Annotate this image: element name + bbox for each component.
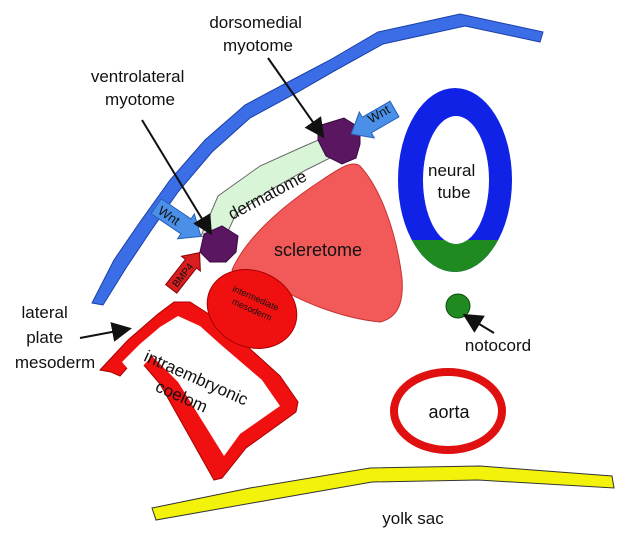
floor-plate-shape: [398, 240, 512, 272]
intermediate-mesoderm-shape: [206, 269, 298, 349]
yolk-sac-band: [151, 465, 615, 521]
coelom-cavity: [122, 316, 280, 456]
aorta-shape: [390, 368, 506, 454]
ventrolateral-leader: [141, 119, 213, 236]
notocord-label: notocord: [465, 336, 531, 355]
lateral-plate-mesoderm-label: lateral plate mesoderm: [15, 303, 95, 372]
aorta-label: aorta: [428, 402, 470, 422]
notochord-shape: [445, 293, 471, 319]
notocord-leader: [462, 313, 495, 334]
yolk-sac-label: yolk sac: [382, 509, 444, 528]
neural-tube-label: neural tube: [428, 161, 480, 202]
neural-tube-lumen: [423, 116, 489, 244]
dorsomedial-myotome-label: dorsomedial myotome: [209, 13, 306, 55]
sclerotome-label: scleretome: [274, 240, 362, 260]
wnt-arrow-right: [350, 100, 400, 139]
lateral-plate-leader: [79, 322, 132, 342]
dorsomedial-leader: [267, 57, 325, 139]
dorsomedial-myotome-shape: [317, 117, 361, 165]
ventrolateral-myotome-label: ventrolateral myotome: [91, 67, 189, 109]
